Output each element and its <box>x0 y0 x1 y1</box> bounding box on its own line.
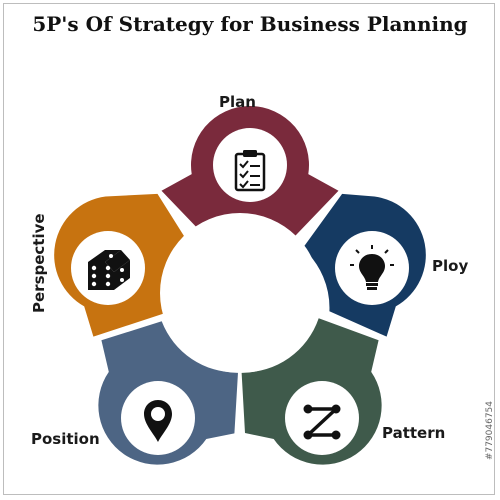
center-circle <box>160 213 320 373</box>
segment-position <box>98 321 238 465</box>
label-perspective: Perspective <box>30 213 48 313</box>
segment-pattern-icon-circle <box>285 381 359 455</box>
location-pin-icon <box>144 400 172 442</box>
label-pattern: Pattern <box>382 424 446 442</box>
diagram-title: 5P's Of Strategy for Business Planning <box>32 12 468 36</box>
segment-ploy <box>302 193 426 337</box>
watermark-id: #779046754 <box>485 400 495 460</box>
segment-plan <box>161 106 339 239</box>
clipboard-checklist-icon <box>234 150 266 192</box>
segment-pattern <box>241 318 382 465</box>
label-position: Position <box>31 430 100 448</box>
pattern-path-icon <box>303 404 341 440</box>
label-ploy: Ploy <box>432 257 469 275</box>
image-border <box>3 3 495 495</box>
segment-perspective <box>54 193 192 337</box>
lightbulb-icon <box>350 245 394 290</box>
label-plan: Plan <box>219 93 256 111</box>
dice-icon <box>88 250 130 290</box>
